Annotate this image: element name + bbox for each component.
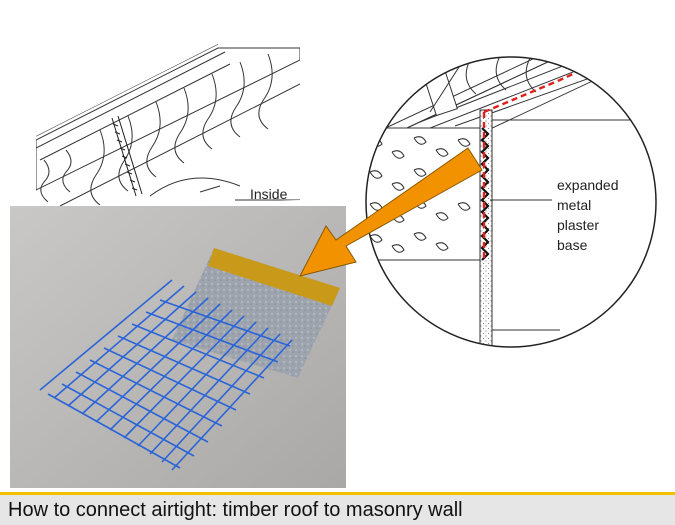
- tape-strip: [208, 248, 340, 306]
- metal-label: metal: [557, 197, 591, 213]
- caption-bar: How to connect airtight: timber roof to …: [0, 492, 675, 525]
- plaster-label: plaster: [557, 217, 599, 233]
- detail-circle: [365, 56, 657, 348]
- inside-label: Inside: [250, 186, 288, 202]
- expanded-label: expanded: [557, 177, 619, 193]
- base-label: base: [557, 237, 588, 253]
- insulation-loops: [40, 53, 273, 206]
- plaster-layer: [479, 109, 493, 347]
- blue-mesh: [39, 279, 293, 471]
- roof-section-drawing: [36, 43, 300, 206]
- product-photo: [10, 206, 346, 488]
- rafter-mesh: [111, 115, 143, 197]
- airtight-layer: [482, 57, 656, 262]
- orange-arrow: [299, 147, 483, 277]
- caption-title: How to connect airtight: timber roof to …: [8, 499, 463, 521]
